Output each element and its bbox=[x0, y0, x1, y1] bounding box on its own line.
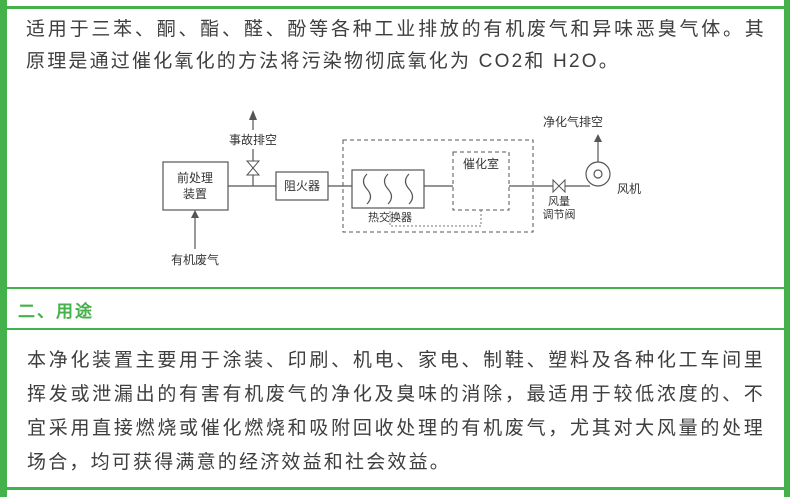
flame-arrester-label: 阻火器 bbox=[284, 179, 320, 193]
valve-label-line2: 调节阀 bbox=[543, 207, 576, 221]
usage-paragraph: 本净化装置主要用于涂装、印刷、机电、家电、制鞋、塑料及各种化工车间里挥发或泄漏出… bbox=[27, 350, 765, 473]
fan-label: 风机 bbox=[617, 182, 641, 196]
flame-arrester-box bbox=[275, 171, 329, 201]
section-divider-top bbox=[0, 287, 790, 289]
section-heading: 二、用途 bbox=[18, 302, 94, 321]
control-valve-icon bbox=[558, 178, 566, 194]
heat-exchanger-coil bbox=[362, 173, 372, 205]
process-flow-diagram: 事故排空 前处理 装置 有机废气 阻火器 bbox=[145, 104, 645, 276]
pretreatment-label-line1: 前处理 bbox=[177, 170, 213, 185]
intro-paragraph: 适用于三苯、酮、酯、醛、酚等各种工业排放的有机废气和异味恶臭气体。其原理是通过催… bbox=[26, 19, 766, 72]
section-divider-bottom bbox=[0, 328, 790, 330]
organic-gas-arrowhead bbox=[191, 210, 199, 218]
accident-vent-label: 事故排空 bbox=[229, 132, 277, 147]
control-valve-icon bbox=[552, 178, 560, 194]
valve-label-line1: 风量 bbox=[548, 195, 570, 208]
purified-vent-arrowhead bbox=[594, 134, 602, 142]
recirculation-line bbox=[389, 208, 482, 227]
purified-vent-label: 净化气排空 bbox=[543, 114, 603, 129]
system-boundary-box bbox=[342, 139, 534, 233]
right-edge-bar bbox=[784, 0, 790, 497]
pretreatment-box bbox=[162, 161, 229, 211]
pretreatment-label-line2: 装置 bbox=[183, 187, 207, 201]
vent-valve-icon bbox=[245, 167, 261, 176]
fan-icon bbox=[585, 161, 611, 187]
heat-exchanger-box bbox=[351, 169, 425, 209]
accident-vent-arrowhead bbox=[249, 110, 257, 120]
top-rule bbox=[0, 6, 790, 9]
heat-exchanger-coil bbox=[404, 173, 414, 205]
heat-exchanger-coil bbox=[383, 173, 393, 205]
left-edge-bar bbox=[0, 0, 7, 497]
vent-valve-icon bbox=[245, 160, 261, 169]
process-flow-svg: 事故排空 前处理 装置 有机废气 阻火器 bbox=[162, 110, 641, 267]
organic-gas-label: 有机废气 bbox=[171, 252, 219, 267]
fan-icon-hub bbox=[593, 169, 603, 179]
catalytic-chamber-label: 催化室 bbox=[463, 156, 499, 171]
bottom-rule bbox=[0, 487, 790, 490]
